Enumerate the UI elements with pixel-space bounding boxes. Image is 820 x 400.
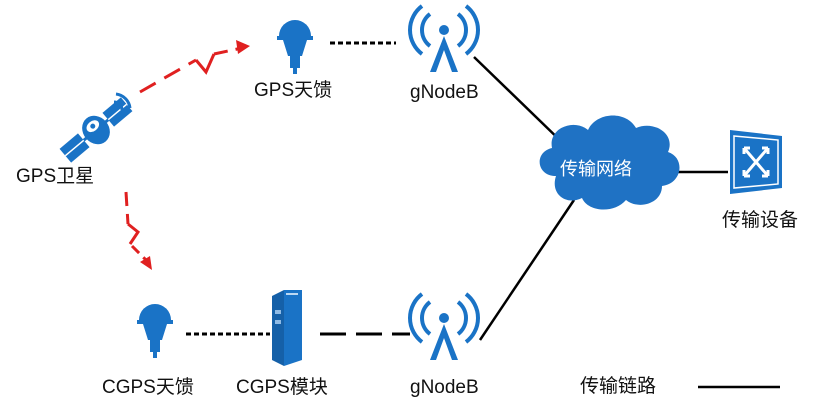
transport-device-icon [730,130,782,194]
legend-transport-link-label: 传输链路 [580,376,657,397]
link-gnodeb-top-to-network [473,56,569,149]
base-station-icon [408,4,480,72]
satellite-signal-lower [124,191,152,270]
link-network-to-gnodeb-bottom [478,199,576,341]
satellite-icon [59,97,133,163]
gnodeb-bottom-label: gNodeB [410,377,479,398]
satellite-signal-upper [139,40,250,94]
cloud-icon: 传输网络 [539,115,680,210]
satellite-signal-waves-icon [113,92,132,111]
cgps-module-icon [272,290,302,366]
transport-network-label: 传输网络 [560,159,632,180]
cgps-antenna-label: CGPS天馈 [102,377,194,398]
gnodeb-top-label: gNodeB [410,82,479,103]
cgps-module-label: CGPS模块 [236,377,328,398]
cgps-antenna-icon [137,304,173,358]
gps-antenna-label: GPS天馈 [254,80,333,101]
base-station-icon [408,292,480,360]
gps-antenna-icon [277,20,313,74]
transport-device-label: 传输设备 [722,210,799,231]
gps-satellite-label: GPS卫星 [16,166,95,187]
